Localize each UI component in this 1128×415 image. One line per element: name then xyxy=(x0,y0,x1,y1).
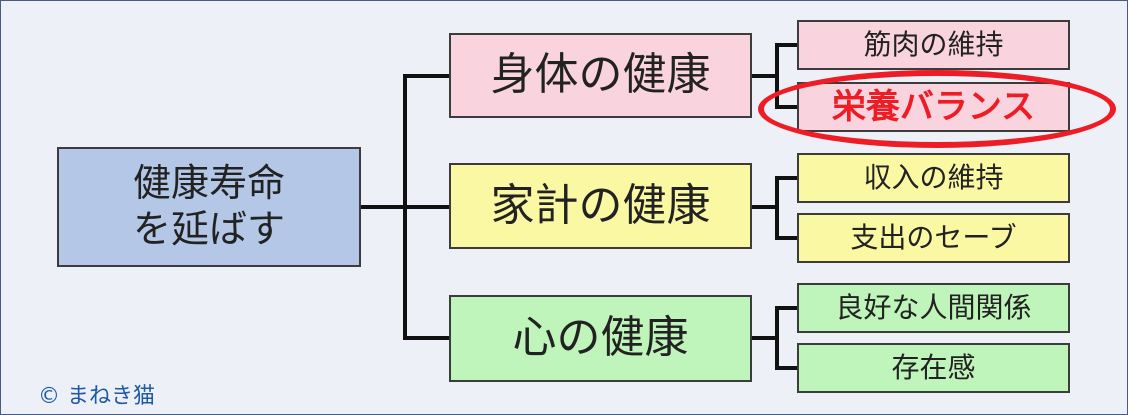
root-line-1: 健康寿命 xyxy=(132,161,285,206)
leaf-sense-of-presence: 存在感 xyxy=(797,343,1070,393)
leaf-expense-saving: 支出のセーブ xyxy=(797,213,1070,263)
branch-physical-health: 身体の健康 xyxy=(449,33,752,118)
root-node: 健康寿命 を延ばす xyxy=(57,147,361,267)
branch-mental-health: 心の健康 xyxy=(449,295,752,382)
leaf-muscle-maintenance: 筋肉の維持 xyxy=(797,20,1070,70)
leaf-good-relationships: 良好な人間関係 xyxy=(797,283,1070,333)
leaf-income-maintenance: 収入の維持 xyxy=(797,153,1070,203)
root-line-2: を延ばす xyxy=(132,207,285,251)
branch-household-finance: 家計の健康 xyxy=(449,163,752,249)
highlight-oval xyxy=(758,70,1116,148)
copyright-text: © まねき猫 xyxy=(38,384,155,409)
